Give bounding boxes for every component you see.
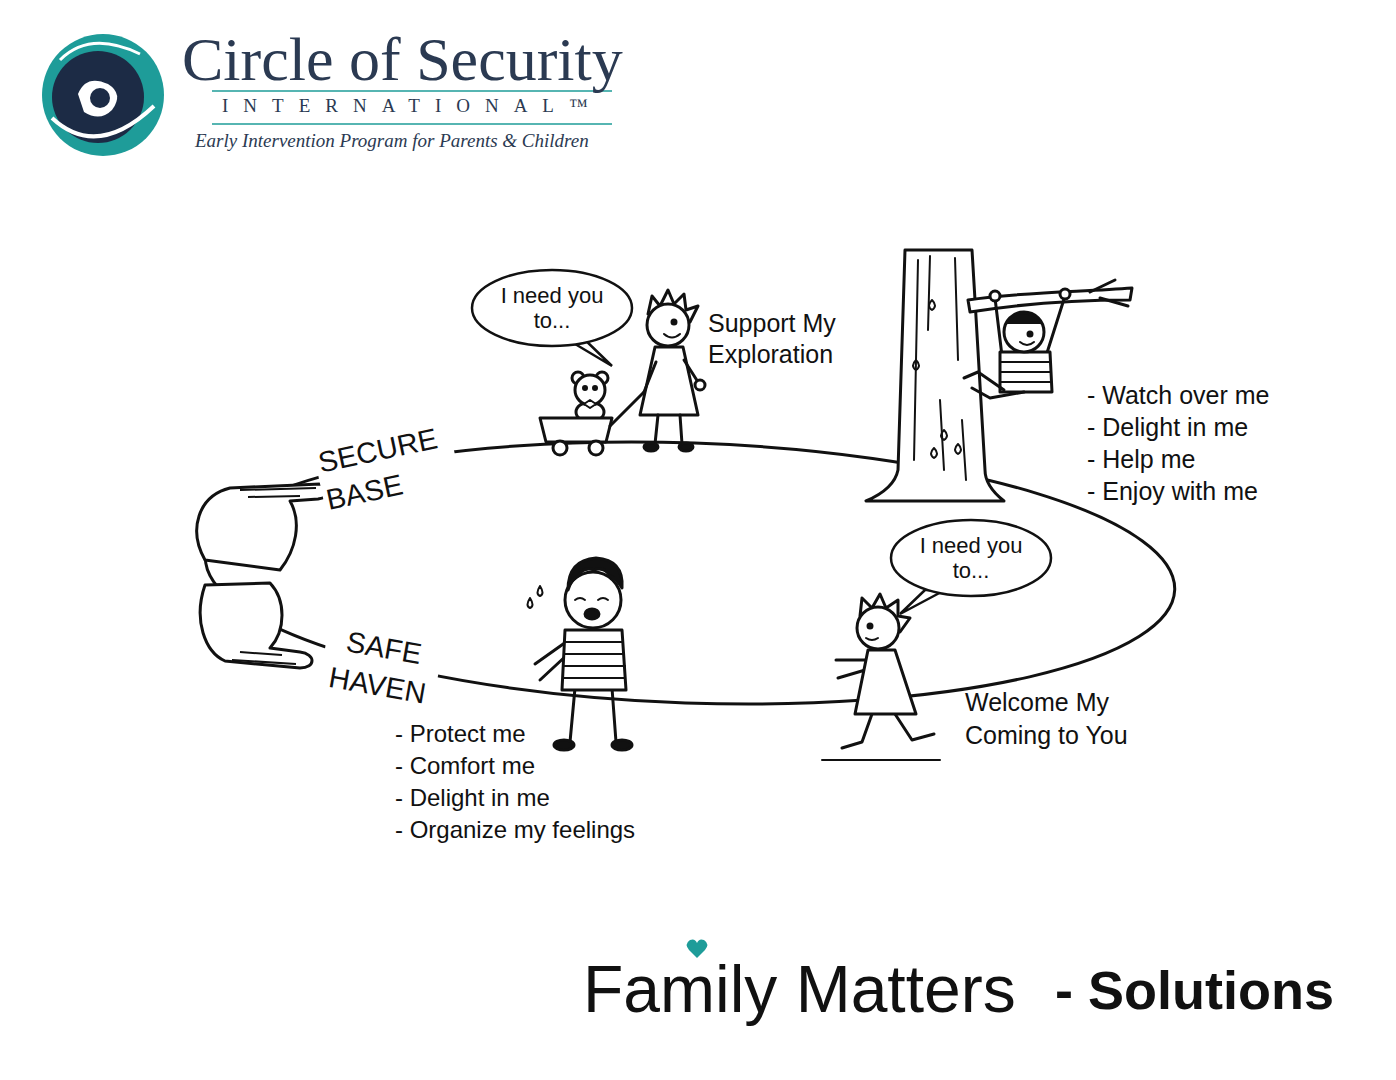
- crying-boy: [568, 558, 622, 590]
- crying-boy: [528, 558, 633, 750]
- girl-with-wagon: [679, 443, 693, 451]
- climbing-boy: [1060, 289, 1070, 299]
- hands: [232, 652, 296, 664]
- logo-swirl: [60, 43, 140, 60]
- girl-with-wagon: [695, 380, 705, 390]
- girl-with-wagon: [644, 443, 658, 451]
- girl-with-wagon: [644, 362, 656, 392]
- running-girl: [857, 607, 899, 649]
- crying-boy: [612, 740, 632, 750]
- girl-with-wagon: [584, 400, 596, 408]
- need-item: - Delight in me: [395, 784, 550, 813]
- girl-with-wagon: [684, 360, 698, 382]
- need-item: - Comfort me: [395, 752, 535, 781]
- crying-boy: [554, 740, 574, 750]
- crying-boy: [575, 598, 608, 600]
- girl-with-wagon: [594, 387, 597, 390]
- running-girl: [868, 624, 872, 628]
- logo-tagline: Early Intervention Program for Parents &…: [195, 130, 589, 153]
- tree: [866, 250, 1004, 501]
- running-girl: [822, 594, 940, 760]
- girl-with-wagon: [672, 320, 676, 324]
- crying-boy: [562, 630, 626, 690]
- climbing-boy: [1001, 362, 1051, 382]
- need-label: Support My Exploration: [708, 308, 883, 371]
- tree: [914, 256, 966, 480]
- hands: [197, 484, 329, 668]
- logo-swirl: [52, 106, 154, 136]
- hands: [240, 488, 316, 497]
- logo-swirl: [42, 34, 164, 156]
- girl-with-wagon: [640, 347, 698, 415]
- climbing-boy: [1028, 332, 1032, 336]
- logo-swirl: [90, 88, 110, 108]
- bubble-text: I need you to...: [917, 533, 1025, 584]
- need-item: - Organize my feelings: [395, 816, 635, 845]
- tree: [913, 300, 961, 458]
- speech-bubble: I need you to...: [470, 268, 634, 348]
- bubble-text: I need you to...: [498, 283, 606, 334]
- need-item: - Protect me: [395, 720, 526, 749]
- climbing-boy: [964, 372, 1004, 390]
- logo-subtitle: INTERNATIONAL™: [222, 95, 603, 118]
- zone-label: SECURE BASE: [312, 417, 463, 519]
- girl-with-wagon: [540, 418, 612, 442]
- crying-boy: [528, 586, 543, 608]
- crying-boy: [612, 688, 616, 742]
- girl-with-wagon: [610, 392, 644, 426]
- girl-with-wagon: [680, 415, 682, 444]
- tree: [1090, 280, 1128, 306]
- speech-bubble: I need you to...: [889, 518, 1053, 598]
- girl-with-wagon: [553, 441, 567, 455]
- need-item: - Delight in me: [1087, 412, 1248, 442]
- bubble-outline: [472, 270, 632, 346]
- need-item: - Watch over me: [1087, 380, 1269, 410]
- logo-rule: [212, 123, 612, 125]
- need-item: - Help me: [1087, 444, 1195, 474]
- crying-boy: [563, 642, 625, 678]
- climbing-boy: [995, 298, 1002, 356]
- running-girl: [866, 638, 878, 640]
- climbing-boy: [990, 291, 1000, 301]
- running-girl: [842, 714, 872, 748]
- climbing-boy: [964, 289, 1070, 398]
- crying-boy: [585, 609, 599, 619]
- logo-title: Circle of Security: [182, 22, 623, 96]
- bubble-outline: [891, 520, 1051, 596]
- climbing-boy: [1000, 352, 1052, 392]
- climbing-boy: [1020, 342, 1034, 345]
- girl-with-wagon: [664, 334, 680, 338]
- brand-suffix: - Solutions: [1055, 958, 1334, 1023]
- brand-name: Family Matters: [583, 950, 1016, 1029]
- bubble-tails: [560, 335, 945, 614]
- climbing-boy: [1046, 296, 1065, 356]
- need-label: Welcome My Coming to You: [965, 686, 1145, 751]
- need-item: - Enjoy with me: [1087, 476, 1258, 506]
- climbing-boy: [1004, 312, 1044, 352]
- running-girl: [855, 650, 916, 714]
- logo-rule: [212, 91, 612, 124]
- running-girl: [822, 759, 940, 761]
- climbing-boy: [1006, 313, 1042, 324]
- logo-swirl: [42, 34, 164, 156]
- crying-boy: [570, 688, 575, 742]
- girl-with-wagon: [584, 387, 587, 390]
- running-girl: [895, 714, 934, 740]
- climbing-boy: [972, 388, 1024, 398]
- hands: [200, 583, 312, 668]
- girl-with-wagon: [589, 441, 603, 455]
- girl-with-wagon: [647, 304, 689, 346]
- logo-swirl: [78, 81, 117, 117]
- girl-with-wagon: [655, 415, 658, 444]
- zone-label: SAFE HAVEN: [317, 620, 444, 714]
- hands: [197, 484, 329, 570]
